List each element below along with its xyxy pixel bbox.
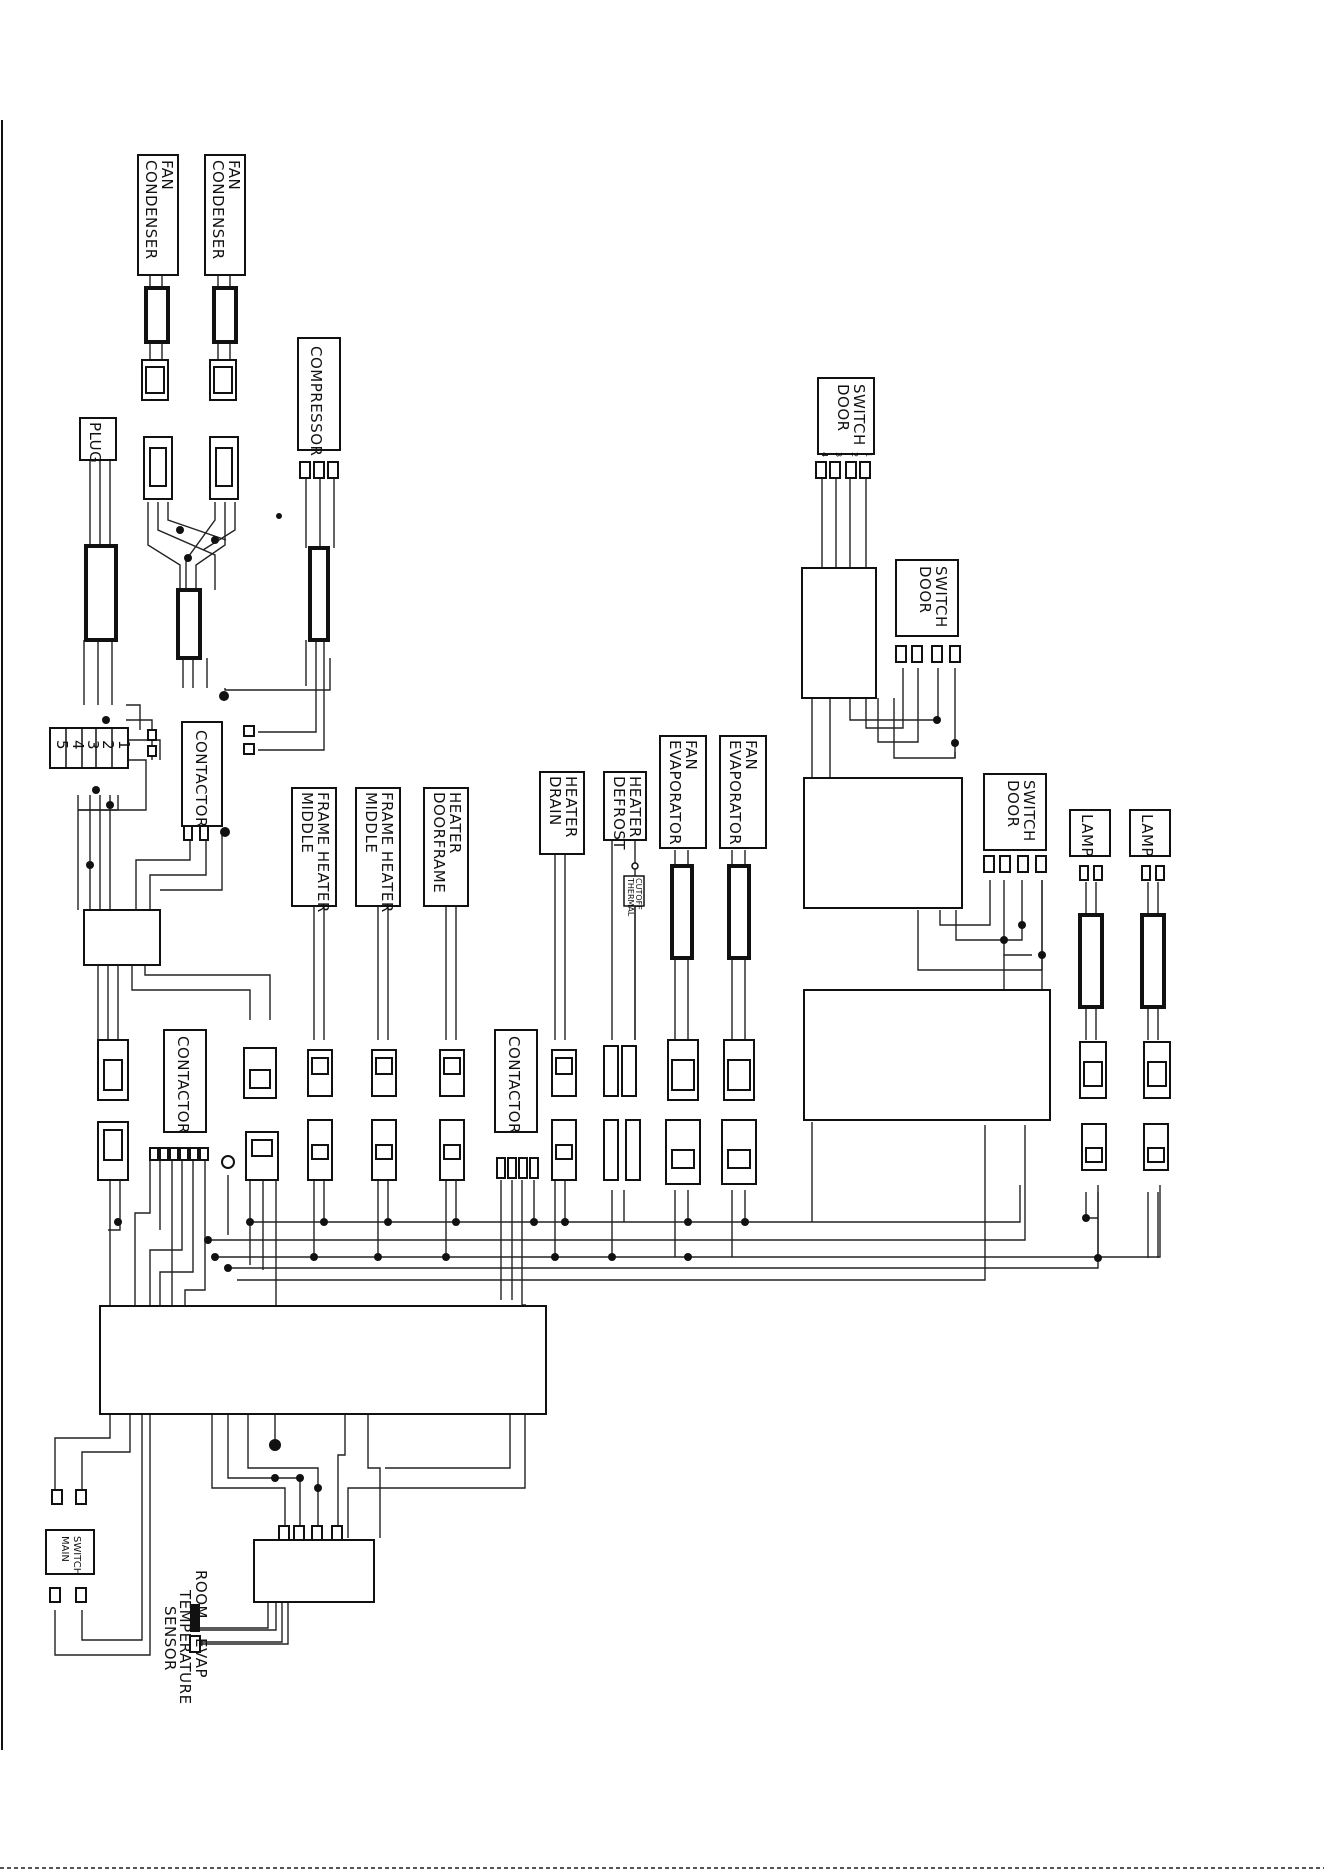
doorframe-heater-l2: HEATER bbox=[446, 792, 464, 854]
main-switch: MAIN SWITCH bbox=[45, 1489, 95, 1603]
ground-terminal bbox=[269, 1439, 281, 1451]
room-sensor-l3: SENSOR bbox=[161, 1606, 179, 1671]
svg-text:4: 4 bbox=[820, 452, 829, 457]
thermal-cutoff-l2: CUTOFF bbox=[634, 878, 643, 910]
wires bbox=[54, 276, 1161, 1656]
terminal-1: 1 bbox=[115, 740, 133, 750]
connector-row bbox=[97, 1039, 1171, 1185]
main-control-panel bbox=[99, 1305, 547, 1415]
terminal-block: 1 2 3 4 5 bbox=[49, 727, 157, 769]
door-switch-3-l1: DOOR bbox=[1004, 780, 1022, 828]
drain-heater: DRAIN HEATER bbox=[539, 771, 585, 855]
condenser-fan-2-label-1: CONDENSER bbox=[209, 160, 227, 260]
terminal-3: 3 bbox=[84, 740, 102, 750]
plug: PLUG bbox=[79, 417, 118, 642]
door-switch-2-l1: DOOR bbox=[916, 566, 934, 614]
contactor-top-label: CONTACTOR bbox=[192, 730, 210, 828]
plug-label: PLUG bbox=[86, 422, 104, 463]
evaporator-fan-2-l2: FAN bbox=[742, 740, 760, 770]
junction-dots bbox=[86, 526, 1102, 1492]
evap-sensor-label: EVAP bbox=[192, 1638, 210, 1678]
condenser-fan-1-label-2: FAN bbox=[158, 160, 176, 190]
door-switch-pin-numbers: 4 3 2 1 bbox=[820, 452, 873, 457]
splitter-box bbox=[83, 909, 161, 966]
contactor-mid-label: CONTACTOR bbox=[174, 1036, 192, 1134]
main-switch-l2: SWITCH bbox=[71, 1536, 82, 1575]
thermal-cutoff-l1: THERMAL bbox=[626, 877, 635, 917]
terminal-2: 2 bbox=[99, 740, 117, 750]
contactor-right: CONTACTOR bbox=[494, 1029, 538, 1134]
evaporator-fan-1-l1: EVAPORATOR bbox=[666, 740, 684, 845]
evaporator-fan-2-l1: EVAPORATOR bbox=[726, 740, 744, 845]
middle-frame-heater-1: MIDDLE FRAME HEATER bbox=[291, 787, 337, 913]
contactor-right-label: CONTACTOR bbox=[505, 1036, 523, 1134]
right-control-box-lower bbox=[803, 989, 1051, 1121]
condenser-fan-1: CONDENSER FAN bbox=[137, 154, 179, 500]
condenser-fan-2-label-2: FAN bbox=[225, 160, 243, 190]
condenser-fan-1-label-1: CONDENSER bbox=[142, 160, 160, 260]
evaporator-fan-1-l2: FAN bbox=[682, 740, 700, 770]
lamp-2: LAMP bbox=[1129, 809, 1171, 1009]
middle-frame-heater-1-l2: FRAME HEATER bbox=[314, 792, 332, 913]
temperature-controller bbox=[253, 1525, 375, 1603]
door-switch-1-l2: SWITCH bbox=[850, 384, 868, 446]
door-switch-3: DOOR SWITCH bbox=[983, 773, 1047, 873]
room-sensor-l1: ROOM bbox=[192, 1570, 210, 1619]
drain-heater-l2: HEATER bbox=[562, 776, 580, 838]
main-switch-l1: MAIN bbox=[59, 1536, 70, 1562]
compressor: COMPRESSOR bbox=[243, 337, 341, 755]
doorframe-heater: DOORFRAME HEATER bbox=[423, 787, 469, 907]
door-switch-3-l2: SWITCH bbox=[1020, 780, 1038, 842]
middle-frame-heater-1-l1: MIDDLE bbox=[298, 792, 316, 853]
sensors: ROOM TEMPERATURE SENSOR EVAP bbox=[161, 1570, 210, 1705]
room-sensor-l2: TEMPERATURE bbox=[176, 1589, 194, 1705]
middle-frame-heater-2-l1: MIDDLE bbox=[362, 792, 380, 853]
door-switch-1-l1: DOOR bbox=[834, 384, 852, 432]
svg-text:2: 2 bbox=[850, 452, 859, 457]
condenser-splice bbox=[176, 588, 202, 660]
compressor-label: COMPRESSOR bbox=[307, 346, 325, 456]
middle-frame-heater-2: MIDDLE FRAME HEATER bbox=[355, 787, 401, 913]
svg-text:1: 1 bbox=[864, 452, 873, 457]
middle-frame-heater-2-l2: FRAME HEATER bbox=[378, 792, 396, 913]
doorframe-heater-l1: DOORFRAME bbox=[430, 792, 448, 893]
terminal-4: 4 bbox=[69, 740, 87, 750]
door-switch-2: DOOR SWITCH bbox=[895, 559, 961, 663]
defrost-heater-l1: DEFROST bbox=[610, 776, 628, 850]
lamp-1: LAMP bbox=[1069, 809, 1111, 1009]
evaporator-fan-2: EVAPORATOR FAN bbox=[719, 735, 767, 960]
defrost-heater: DEFROST HEATER THERMAL CUTOFF bbox=[603, 771, 647, 917]
door-switch-1: DOOR SWITCH bbox=[815, 377, 875, 479]
door-switch-2-l2: SWITCH bbox=[932, 566, 950, 628]
door-switch-splice-box bbox=[801, 567, 877, 699]
defrost-heater-l2: HEATER bbox=[626, 776, 644, 838]
lamp-2-label: LAMP bbox=[1138, 814, 1156, 857]
evaporator-fan-1: EVAPORATOR FAN bbox=[659, 735, 707, 960]
condenser-fan-2: CONDENSER FAN bbox=[204, 154, 246, 500]
contactor-mid: CONTACTOR bbox=[163, 1029, 207, 1134]
terminal-5: 5 bbox=[53, 740, 71, 750]
lamp-1-label: LAMP bbox=[1078, 814, 1096, 857]
svg-text:3: 3 bbox=[834, 452, 843, 457]
drain-heater-l1: DRAIN bbox=[546, 776, 564, 826]
contactor-top: CONTACTOR bbox=[181, 691, 230, 841]
right-control-box-upper bbox=[803, 777, 963, 909]
